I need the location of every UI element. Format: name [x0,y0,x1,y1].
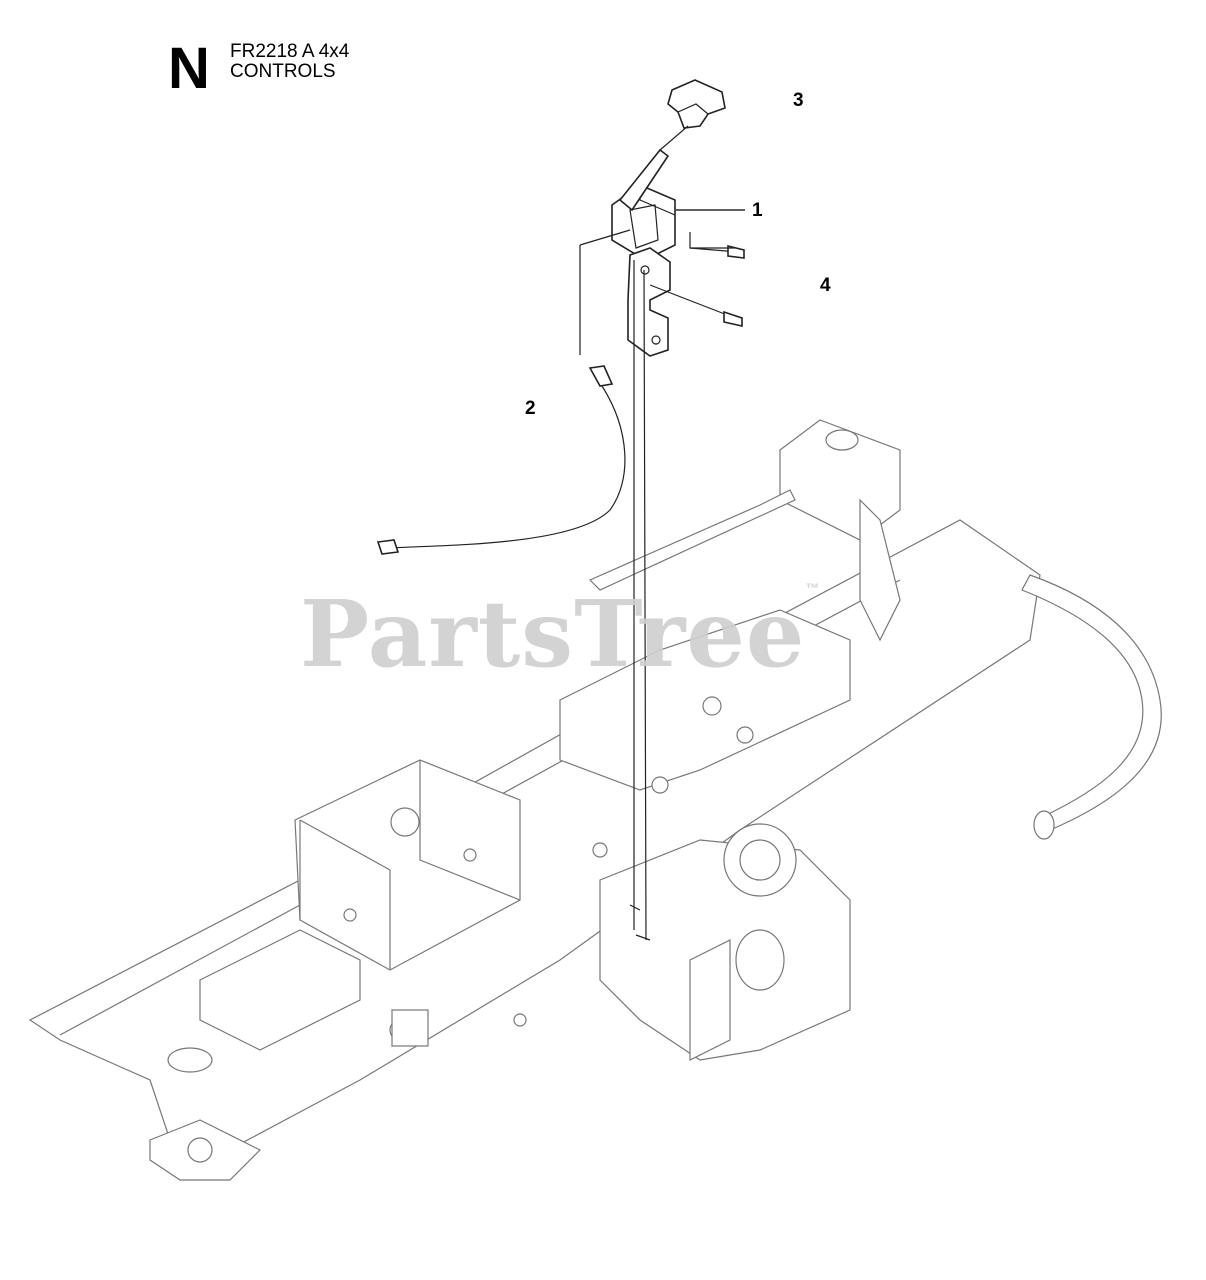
callout-4[interactable]: 4 [820,275,831,296]
part-2-cable[interactable] [376,229,631,555]
callout-2[interactable]: 2 [525,398,536,419]
section-letter: N [168,36,210,101]
part-3-knob[interactable] [659,79,726,151]
tractor-frame [28,419,1162,1181]
callout-1[interactable]: 1 [752,200,763,221]
watermark: PartsTree™ [300,580,821,688]
part-1-control-lever[interactable] [611,148,676,261]
callout-3[interactable]: 3 [793,90,804,111]
diagram-header: FR2218 A 4x4 CONTROLS [230,42,349,82]
model-name: FR2218 A 4x4 [230,41,350,62]
part-4-bracket[interactable] [627,232,745,357]
control-rod [629,260,651,941]
group-name: CONTROLS [230,60,336,82]
